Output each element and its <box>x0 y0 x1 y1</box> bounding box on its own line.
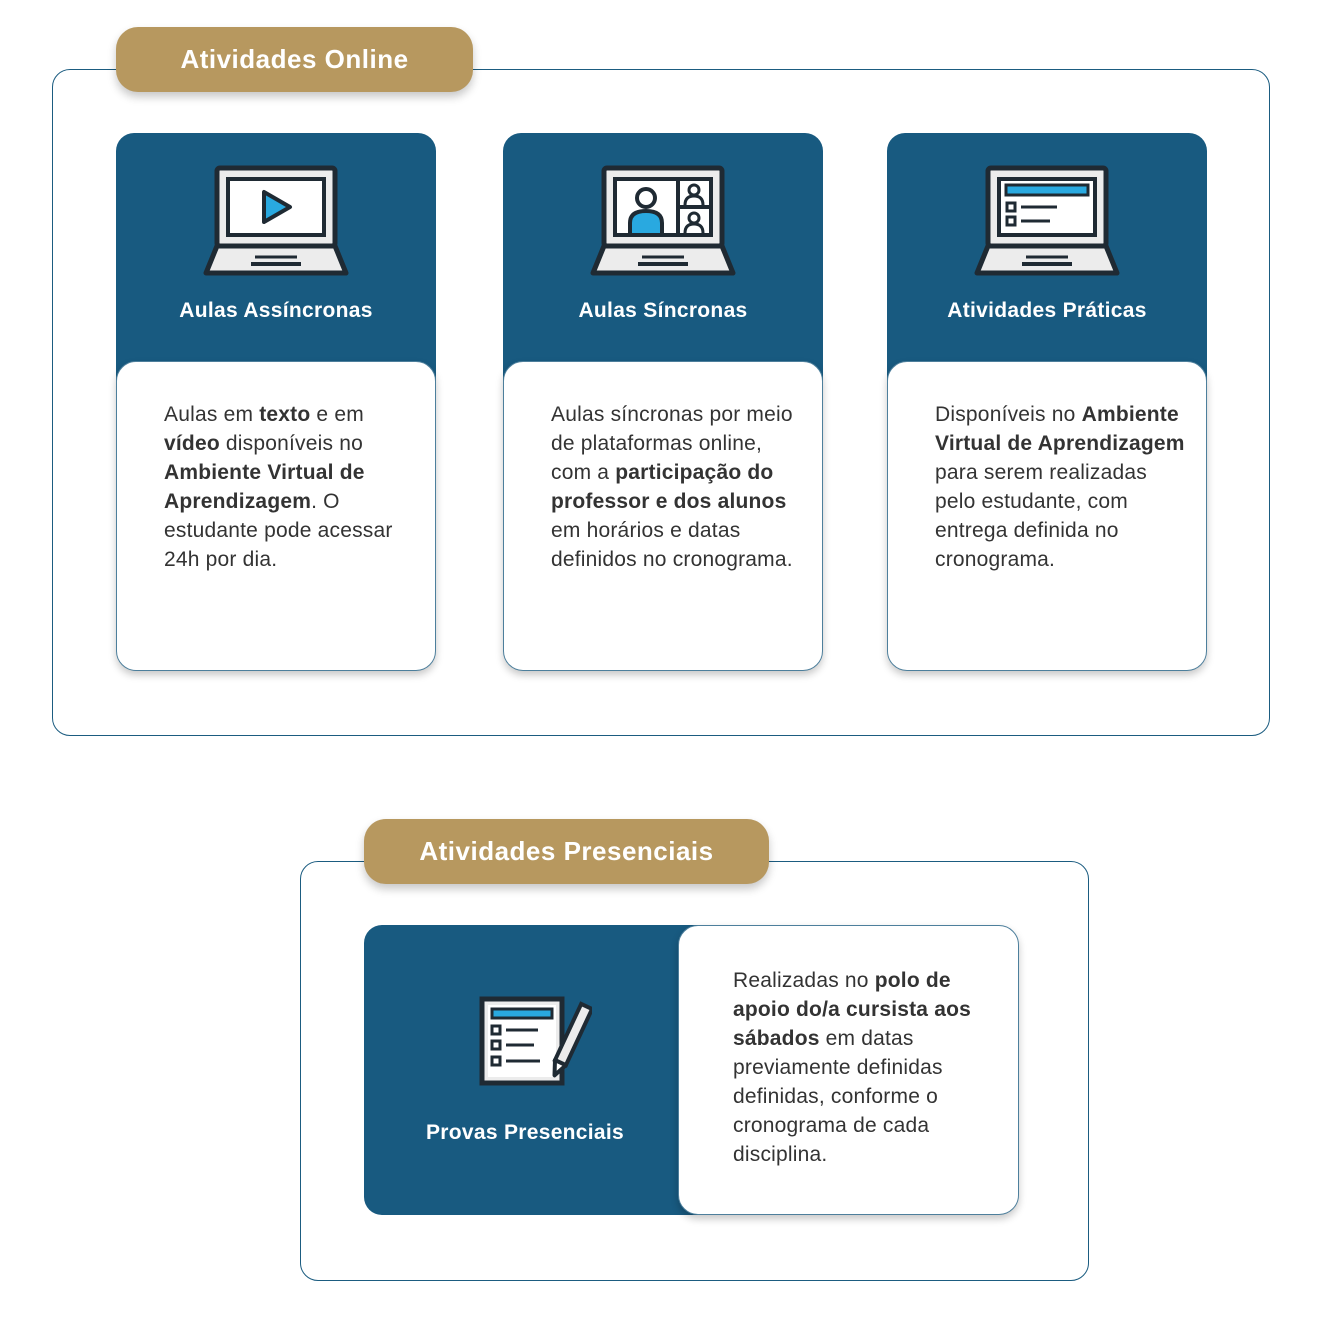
description-text: para serem realizadas pelo estudante, co… <box>935 461 1147 571</box>
description-text: em horários e datas definidos no cronogr… <box>551 519 793 571</box>
emphasis-text: vídeo <box>164 432 220 455</box>
card-body: Aulas síncronas por meio de plataformas … <box>503 361 823 671</box>
description-text: . O estudante pode acessar 24h por dia. <box>164 490 393 571</box>
card-title: Atividades Práticas <box>947 299 1147 322</box>
emphasis-text: participação do professor e dos alunos <box>551 461 787 513</box>
card-aulas-sincronas: Aulas Síncronas Aulas síncronas por meio… <box>503 133 823 671</box>
description-text: Aulas síncronas por meio de plataformas … <box>551 403 793 484</box>
card-description: Aulas em texto e em vídeo disponíveis no… <box>164 400 415 574</box>
card-atividades-praticas: Atividades Práticas Disponíveis no Ambie… <box>887 133 1207 671</box>
card-header: Aulas Síncronas <box>503 133 823 393</box>
card-header: Aulas Assíncronas <box>116 133 436 393</box>
emphasis-text: texto <box>259 403 311 426</box>
description-text: Aulas em <box>164 403 260 426</box>
emphasis-text: Ambiente Virtual de Aprendizagem <box>164 461 365 513</box>
card-body: Disponíveis no Ambiente Virtual de Apren… <box>887 361 1207 671</box>
emphasis-text: Ambiente Virtual de Aprendizagem <box>935 403 1185 455</box>
description-text: em datas previamente definidas definidas… <box>733 1027 943 1166</box>
description-text: e em <box>310 403 364 426</box>
card-description: Aulas síncronas por meio de plataformas … <box>551 400 802 574</box>
card-body: Aulas em texto e em vídeo disponíveis no… <box>116 361 436 671</box>
laptop-checklist-icon <box>974 165 1120 276</box>
card-title: Aulas Síncronas <box>578 299 748 322</box>
exam-paper-pencil-icon <box>479 996 592 1086</box>
online-activities-label: Atividades Online <box>116 27 473 92</box>
online-activities-frame <box>52 69 1270 736</box>
description-text: Disponíveis no <box>935 403 1082 426</box>
card-body: Realizadas no polo de apoio do/a cursist… <box>678 925 1019 1215</box>
laptop-video-icon <box>203 165 349 276</box>
card-description: Realizadas no polo de apoio do/a cursist… <box>733 966 998 1169</box>
card-header: Provas Presenciais <box>364 925 704 1215</box>
card-aulas-assincronas: Aulas Assíncronas Aulas em texto e em ví… <box>116 133 436 671</box>
emphasis-text: polo de apoio do/a cursista aos sábados <box>733 969 971 1050</box>
card-title: Aulas Assíncronas <box>179 299 373 322</box>
card-header: Atividades Práticas <box>887 133 1207 393</box>
card-title: Provas Presenciais <box>425 1121 625 1144</box>
description-text: Realizadas no <box>733 969 875 992</box>
laptop-video-call-icon <box>590 165 736 276</box>
card-provas-presenciais: Provas Presenciais Realizadas no polo de… <box>364 925 1019 1215</box>
presencial-activities-label: Atividades Presenciais <box>364 819 769 884</box>
description-text: disponíveis no <box>219 432 363 455</box>
card-description: Disponíveis no Ambiente Virtual de Apren… <box>935 400 1186 574</box>
